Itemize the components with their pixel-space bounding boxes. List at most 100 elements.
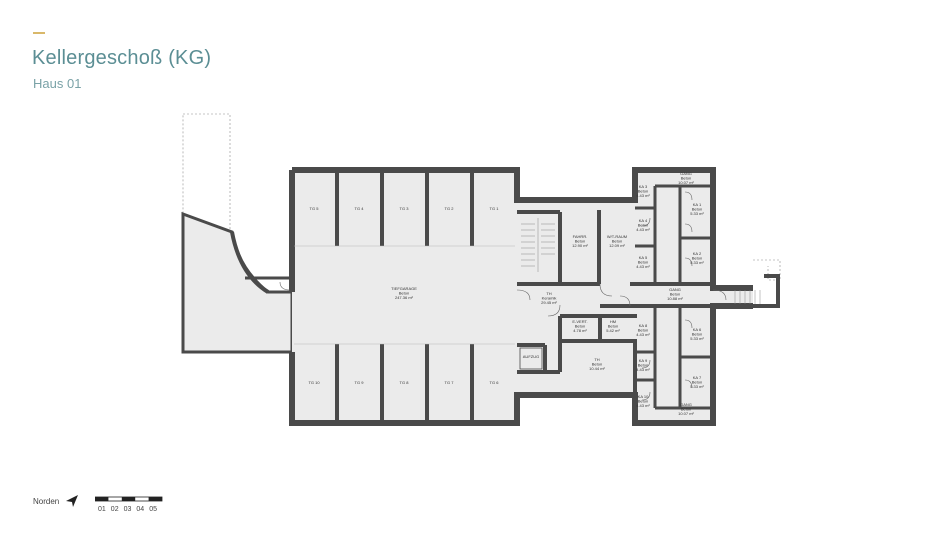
label-line: 4.78 m² — [573, 328, 587, 333]
label-line: 5.42 m² — [606, 328, 620, 333]
label-line: Beton — [681, 407, 691, 412]
label-line: 4.43 m² — [636, 367, 650, 372]
label-line: KA 3 — [639, 184, 648, 189]
title-accent-line — [33, 32, 45, 34]
label-tg7: TG 7 — [445, 380, 455, 385]
label-line: HM — [610, 319, 616, 324]
door-swings — [279, 191, 727, 401]
label-line: KA 6 — [693, 327, 702, 332]
label-line: TH — [546, 291, 551, 296]
north-label: Norden — [33, 496, 60, 506]
parking-lines — [294, 245, 515, 345]
exit-stair-wall — [753, 274, 780, 308]
ramp-curved-wall — [230, 231, 270, 294]
label-line: Beton — [638, 328, 648, 333]
label-tg10: TG 10 — [308, 380, 320, 385]
exit-stairs — [734, 290, 761, 304]
scale-label: 02 — [110, 506, 119, 513]
label-line: KA 8 — [639, 323, 648, 328]
label-line: Beton — [612, 239, 622, 244]
ramp-floor — [181, 211, 294, 354]
label-line: Beton — [638, 223, 648, 228]
garage-bay-dividers-top — [335, 172, 474, 246]
label-line: 4.43 m² — [636, 227, 650, 232]
label-line: GANG — [669, 287, 681, 292]
label-line: 29.45 m² — [541, 300, 557, 305]
garage-bay-dividers-bottom — [335, 344, 474, 421]
label-line: Beton — [670, 292, 680, 297]
label-line: 4.43 m² — [636, 332, 650, 337]
label-line: Beton — [608, 324, 618, 329]
label-line: Beton — [638, 260, 648, 265]
label-line: GANG — [680, 171, 692, 176]
label-line: 10.44 m² — [589, 366, 605, 371]
room-labels: TG 5 TG 4 TG 3 TG 2 TG 1 TG 10 TG 9 TG 8… — [308, 206, 539, 385]
page-title: Kellergeschoß (KG) — [32, 47, 212, 69]
elevator-box — [519, 347, 543, 370]
label-line: 4.43 m² — [636, 403, 650, 408]
label-line: 4.43 m² — [636, 193, 650, 198]
label-aufzug: AUFZUG — [523, 354, 539, 359]
scale-label: 03 — [123, 506, 132, 513]
north-arrow-icon — [66, 495, 79, 507]
label-line: Beton — [692, 380, 702, 385]
label-line: 4.43 m² — [636, 264, 650, 269]
label-line: KA 9 — [639, 358, 648, 363]
label-line: Beton — [575, 324, 585, 329]
label-tg5: TG 5 — [310, 206, 320, 211]
label-tg2: TG 2 — [445, 206, 455, 211]
label-line: Beton — [692, 256, 702, 261]
label-line: 10.07 m² — [678, 411, 694, 416]
label-tg6: TG 6 — [490, 380, 500, 385]
label-line: KA 1 — [693, 202, 702, 207]
label-line: 12.90 m² — [572, 243, 588, 248]
scale-label: 01 — [98, 506, 106, 513]
page-subtitle: Haus 01 — [33, 76, 82, 91]
label-tg3: TG 3 — [400, 206, 410, 211]
label-line: E-VERT. — [572, 319, 587, 324]
label-line: KA 7 — [693, 375, 702, 380]
utility-walls — [517, 210, 713, 395]
exit-stair-outline — [753, 259, 781, 281]
label-line: Keramik — [542, 296, 557, 301]
label-tg8: TG 8 — [400, 380, 410, 385]
label-line: 10.07 m² — [678, 180, 694, 185]
label-line: Beton — [575, 239, 585, 244]
label-line: 5.33 m² — [690, 384, 704, 389]
label-line: Beton — [692, 207, 702, 212]
scale-label: 04 — [136, 506, 145, 513]
label-line: FAHRR. — [573, 234, 588, 239]
label-tg9: TG 9 — [355, 380, 365, 385]
scale-labels: 01 02 03 04 05 — [98, 506, 157, 513]
ramp-outline — [182, 113, 231, 233]
scale-bar — [95, 496, 163, 502]
label-line: Beton — [638, 399, 648, 404]
label-line: GANG — [680, 402, 692, 407]
storage-walls — [635, 184, 713, 410]
label-line: TH — [594, 357, 599, 362]
label-line: Beton — [638, 189, 648, 194]
label-line: Beton — [638, 363, 648, 368]
utility-floor — [517, 200, 635, 395]
label-line: KA 10 — [638, 394, 649, 399]
label-line: 10.88 m² — [667, 296, 683, 301]
label-line: Beton — [399, 291, 409, 296]
label-line: KA 5 — [639, 255, 648, 260]
